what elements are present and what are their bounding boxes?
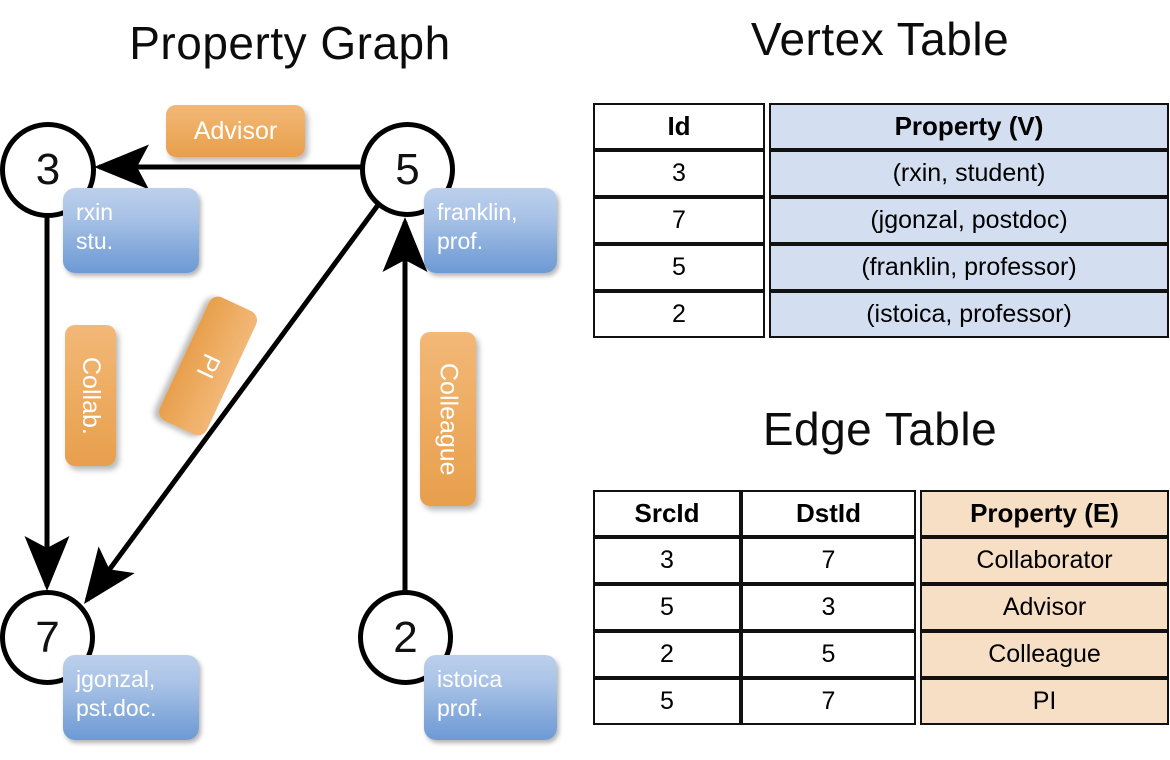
- edge-table: SrcId DstId Property (E) 3 7 Collaborato…: [593, 490, 1169, 725]
- table-row[interactable]: 3 7 Collaborator: [593, 537, 1169, 584]
- vertex-cell-property: (istoica, professor): [769, 291, 1169, 338]
- callout-role-rxin: stu.: [76, 227, 114, 254]
- graph-node-5-label: 5: [395, 144, 420, 194]
- table-row[interactable]: 7 (jgonzal, postdoc): [593, 197, 1169, 244]
- edge-cell-srcid: 2: [593, 631, 741, 678]
- node-property-callout-rxin[interactable]: rxin stu.: [63, 188, 199, 273]
- edge-label-advisor[interactable]: Advisor: [166, 105, 305, 157]
- vertex-cell-property: (franklin, professor): [769, 244, 1169, 291]
- vertex-cell-id: 7: [593, 197, 765, 244]
- page-title-vertex-table: Vertex Table: [750, 13, 1010, 65]
- edge-table-header-property: Property (E): [920, 490, 1169, 537]
- page-title-edge-table: Edge Table: [762, 403, 998, 455]
- callout-name-rxin: rxin: [76, 199, 114, 225]
- callout-role-jgonzal: pst.doc.: [76, 694, 157, 721]
- page-title-property-graph: Property Graph: [129, 17, 451, 69]
- edge-cell-property: Collaborator: [920, 537, 1169, 584]
- edge-label-colleague[interactable]: Colleague: [420, 332, 476, 506]
- edge-pi-5-to-7: [84, 203, 381, 605]
- table-row[interactable]: 5 7 PI: [593, 678, 1169, 725]
- edge-label-collab[interactable]: Collab.: [65, 325, 116, 466]
- edge-cell-dstid: 3: [741, 584, 916, 631]
- callout-role-istoica: prof.: [437, 694, 484, 721]
- table-row[interactable]: 2 5 Colleague: [593, 631, 1169, 678]
- vertex-cell-id: 3: [593, 150, 765, 197]
- edge-table-header-srcid: SrcId: [593, 490, 741, 537]
- edge-cell-srcid: 5: [593, 678, 741, 725]
- table-row[interactable]: 2 (istoica, professor): [593, 291, 1169, 338]
- property-graph-diagram: 3 5 7 2 rxin stu. franklin, prof. jgonza…: [0, 105, 557, 740]
- graph-node-2-label: 2: [393, 612, 418, 662]
- table-row[interactable]: 3 (rxin, student): [593, 150, 1169, 197]
- callout-role-franklin: prof.: [437, 227, 484, 254]
- node-property-callout-istoica[interactable]: istoica prof.: [424, 655, 557, 740]
- vertex-table-header-row: Id Property (V): [593, 103, 1169, 150]
- vertex-table: Id Property (V) 3 (rxin, student) 7 (jgo…: [593, 103, 1169, 338]
- edge-cell-property: PI: [920, 678, 1169, 725]
- callout-name-jgonzal: jgonzal,: [76, 666, 156, 692]
- edge-cell-dstid: 7: [741, 678, 916, 725]
- graph-node-2[interactable]: 2: [358, 590, 453, 685]
- vertex-cell-property: (jgonzal, postdoc): [769, 197, 1169, 244]
- graph-node-7-label: 7: [35, 612, 60, 662]
- edge-cell-dstid: 7: [741, 537, 916, 584]
- edge-table-header-dstid: DstId: [741, 490, 916, 537]
- node-property-callout-franklin[interactable]: franklin, prof.: [424, 188, 557, 273]
- edge-cell-srcid: 3: [593, 537, 741, 584]
- callout-name-franklin: franklin,: [437, 199, 518, 225]
- table-row[interactable]: 5 3 Advisor: [593, 584, 1169, 631]
- node-property-callout-jgonzal[interactable]: jgonzal, pst.doc.: [63, 655, 199, 740]
- edge-cell-property: Advisor: [920, 584, 1169, 631]
- edge-cell-srcid: 5: [593, 584, 741, 631]
- vertex-cell-id: 2: [593, 291, 765, 338]
- edge-cell-dstid: 5: [741, 631, 916, 678]
- vertex-cell-property: (rxin, student): [769, 150, 1169, 197]
- vertex-table-header-id: Id: [593, 103, 765, 150]
- edge-cell-property: Colleague: [920, 631, 1169, 678]
- vertex-table-header-property: Property (V): [769, 103, 1169, 150]
- graph-node-5[interactable]: 5: [360, 122, 455, 217]
- graph-edges-svg: [24, 144, 428, 605]
- graph-node-3-label: 3: [35, 145, 61, 194]
- vertex-cell-id: 5: [593, 244, 765, 291]
- edge-table-header-row: SrcId DstId Property (E): [593, 490, 1169, 537]
- table-row[interactable]: 5 (franklin, professor): [593, 244, 1169, 291]
- callout-name-istoica: istoica: [437, 666, 503, 692]
